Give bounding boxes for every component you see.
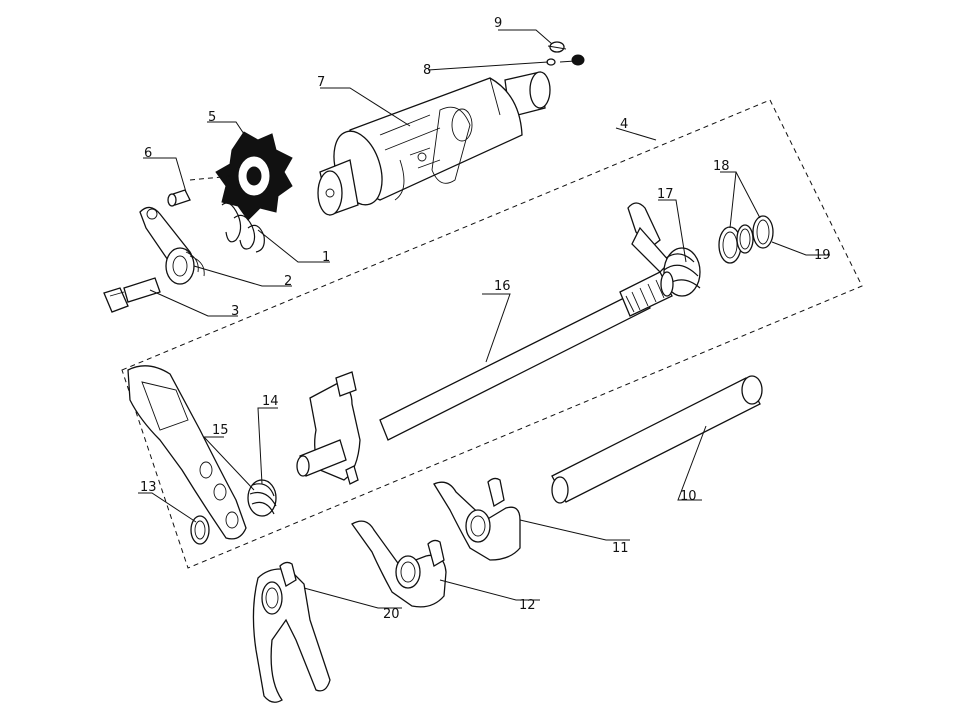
part-9-pin	[547, 41, 567, 53]
leader-lines	[138, 29, 830, 609]
callout-7: 7	[317, 75, 325, 90]
part-6-dowel	[167, 189, 191, 207]
part-15-spring	[247, 479, 277, 517]
callout-4: 4	[620, 117, 628, 132]
part-3-bolt	[103, 277, 161, 313]
part-2-stopper-arm	[139, 206, 205, 285]
callout-8: 8	[423, 63, 431, 78]
part-16-shift-shaft	[296, 271, 674, 485]
part-13-plate	[127, 365, 247, 545]
part-8-screw	[546, 54, 585, 66]
callout-20: 20	[383, 607, 400, 622]
callout-17: 17	[657, 187, 674, 202]
callout-14: 14	[262, 394, 279, 409]
callout-6: 6	[144, 146, 152, 161]
part-11-shift-fork	[433, 477, 521, 561]
callout-12: 12	[519, 598, 536, 613]
callout-2: 2	[284, 274, 292, 289]
callout-16: 16	[494, 279, 511, 294]
part-18-19-washers	[718, 215, 774, 264]
callout-1: 1	[322, 250, 330, 265]
callout-labels: 9 8 7 4 5 6 1 2 3 17 18 19 16 10 11 12 2…	[140, 16, 831, 622]
callout-5: 5	[208, 110, 216, 125]
callout-18: 18	[713, 159, 730, 174]
callout-13: 13	[140, 480, 157, 495]
callout-10: 10	[680, 489, 697, 504]
part-10-fork-shaft	[551, 375, 763, 504]
part-1-spring	[221, 202, 265, 253]
callout-3: 3	[231, 304, 239, 319]
callout-11: 11	[612, 541, 629, 556]
callout-19: 19	[814, 248, 831, 263]
assembly-4-boundary	[121, 99, 863, 569]
callout-9: 9	[494, 16, 502, 31]
part-7-shift-drum	[317, 71, 551, 216]
part-20-shift-fork	[252, 561, 331, 703]
part-12-shift-fork	[351, 520, 447, 608]
callout-15: 15	[212, 423, 229, 438]
part-5-star-wheel	[189, 131, 293, 221]
